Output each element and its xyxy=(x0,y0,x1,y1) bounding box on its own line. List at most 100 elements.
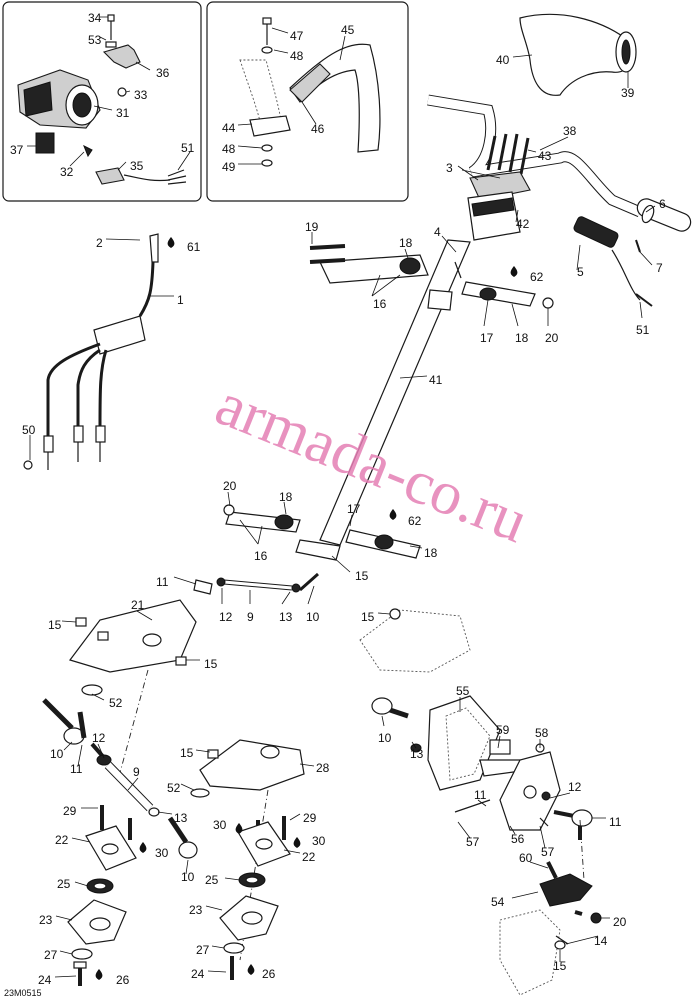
inset-throttle-frame xyxy=(2,1,202,202)
callout-34: 34 xyxy=(88,11,102,25)
oil-drop-icon xyxy=(139,842,147,853)
callout-25: 25 xyxy=(205,873,219,887)
callout-20: 20 xyxy=(545,331,559,345)
callout-21: 21 xyxy=(131,598,145,612)
callout-11: 11 xyxy=(156,575,169,589)
grip-insert xyxy=(573,216,619,248)
callout-16: 16 xyxy=(373,297,387,311)
callout-50: 50 xyxy=(22,423,36,437)
callout-15: 15 xyxy=(204,657,218,671)
callout-12: 12 xyxy=(219,610,233,624)
callout-9: 9 xyxy=(133,765,140,779)
callout-32: 32 xyxy=(60,165,74,179)
callout-7: 7 xyxy=(656,261,663,275)
callout-48: 48 xyxy=(290,49,304,63)
clip xyxy=(117,87,127,97)
callout-27: 27 xyxy=(44,948,58,962)
leader-lines xyxy=(27,16,656,978)
callout-30: 30 xyxy=(155,846,169,860)
callout-61: 61 xyxy=(187,240,201,254)
callout-20: 20 xyxy=(613,915,627,929)
callout-58: 58 xyxy=(535,726,549,740)
callout-10: 10 xyxy=(181,870,195,884)
callout-24: 24 xyxy=(191,967,205,981)
callout-22: 22 xyxy=(55,833,69,847)
callout-6: 6 xyxy=(659,197,666,211)
callout-60: 60 xyxy=(519,851,533,865)
callout-4: 4 xyxy=(434,225,441,239)
throttle-lever xyxy=(102,44,141,69)
callout-24: 24 xyxy=(38,973,52,987)
callout-39: 39 xyxy=(621,86,635,100)
oil-drop-icon xyxy=(95,969,103,980)
callout-35: 35 xyxy=(130,159,144,173)
oil-drop-icon xyxy=(389,509,397,520)
clamp xyxy=(469,171,531,201)
callout-15: 15 xyxy=(48,618,62,632)
callout-52: 52 xyxy=(109,696,123,710)
callout-23: 23 xyxy=(39,913,53,927)
callout-18: 18 xyxy=(399,236,413,250)
drawing-code: 23M0515 xyxy=(4,988,42,998)
callout-41: 41 xyxy=(429,373,443,387)
callout-23: 23 xyxy=(189,903,203,917)
callout-19: 19 xyxy=(305,220,319,234)
callout-28: 28 xyxy=(316,761,330,775)
callout-62: 62 xyxy=(530,270,544,284)
callout-20: 20 xyxy=(223,479,237,493)
bracket xyxy=(249,115,291,137)
callout-15: 15 xyxy=(361,610,375,624)
callout-31: 31 xyxy=(116,106,130,120)
oil-drop-icon xyxy=(247,964,255,975)
callout-42: 42 xyxy=(516,217,530,231)
callout-11: 11 xyxy=(474,788,487,802)
callout-10: 10 xyxy=(306,610,320,624)
callout-62: 62 xyxy=(408,514,422,528)
callout-59: 59 xyxy=(496,723,510,737)
callout-1: 1 xyxy=(177,293,184,307)
callout-15: 15 xyxy=(355,569,369,583)
callout-48: 48 xyxy=(222,142,236,156)
oil-drop-icon xyxy=(235,823,243,834)
callout-14: 14 xyxy=(594,934,608,948)
callout-26: 26 xyxy=(262,967,276,981)
callout-13: 13 xyxy=(279,610,293,624)
callout-51: 51 xyxy=(636,323,650,337)
watermark: armada-co.ru xyxy=(207,370,537,556)
callout-18: 18 xyxy=(515,331,529,345)
callout-29: 29 xyxy=(63,804,77,818)
callout-15: 15 xyxy=(553,959,567,973)
pitman-arm xyxy=(539,873,593,907)
callout-33: 33 xyxy=(134,88,148,102)
callout-12: 12 xyxy=(568,780,582,794)
callout-11: 11 xyxy=(70,762,83,776)
lube-layer xyxy=(95,237,518,980)
callout-44: 44 xyxy=(222,121,236,135)
callout-55: 55 xyxy=(456,684,470,698)
callout-3: 3 xyxy=(446,161,453,175)
callout-11: 11 xyxy=(609,815,622,829)
throttle-housing-group xyxy=(17,14,187,185)
callout-46: 46 xyxy=(311,122,325,136)
oil-drop-icon xyxy=(510,266,518,277)
cover xyxy=(35,132,55,154)
callout-9: 9 xyxy=(247,610,254,624)
callout-53: 53 xyxy=(88,33,102,47)
callout-27: 27 xyxy=(196,943,210,957)
upper-arm-right xyxy=(461,281,536,307)
callout-30: 30 xyxy=(213,818,227,832)
callout-17: 17 xyxy=(347,502,361,516)
callout-12: 12 xyxy=(92,731,106,745)
switch-connector xyxy=(95,167,125,185)
callout-45: 45 xyxy=(341,23,355,37)
inset-grip-frame xyxy=(206,1,409,202)
callout-49: 49 xyxy=(222,160,236,174)
callout-52: 52 xyxy=(167,781,181,795)
callout-13: 13 xyxy=(174,811,188,825)
callout-26: 26 xyxy=(116,973,130,987)
grip-bracket-group xyxy=(239,17,381,167)
callout-18: 18 xyxy=(424,546,438,560)
callout-30: 30 xyxy=(312,834,326,848)
callout-25: 25 xyxy=(57,877,71,891)
